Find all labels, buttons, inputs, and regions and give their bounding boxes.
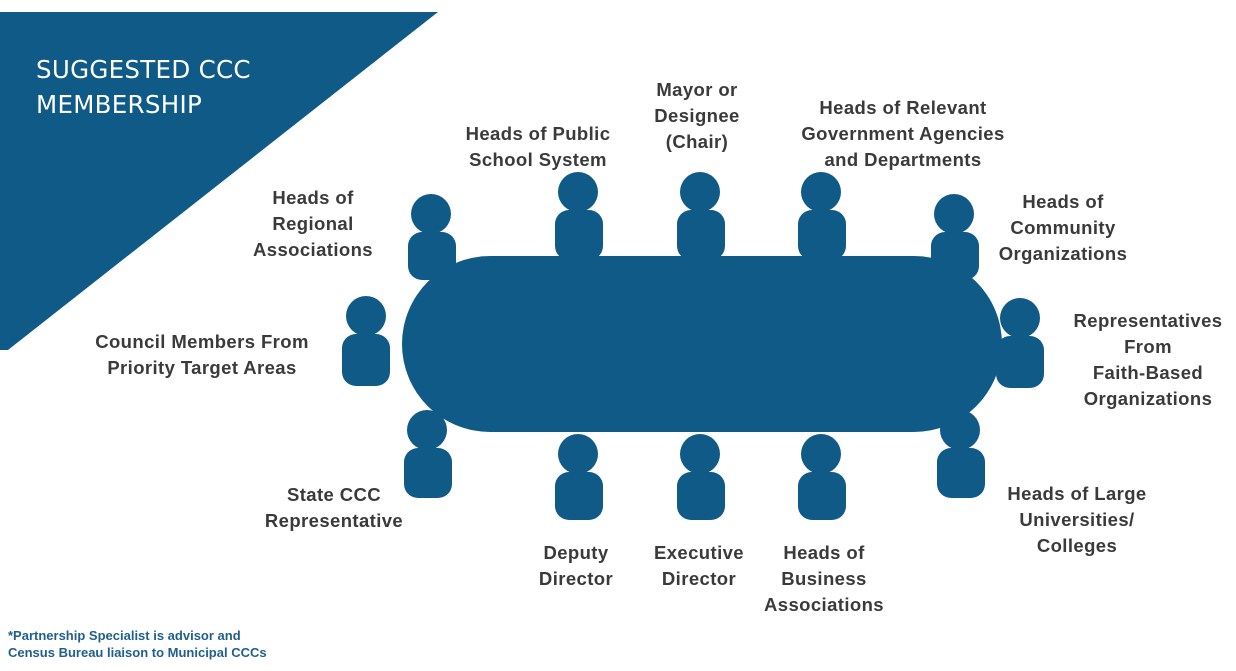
person-regional-icon [408,194,456,280]
label-regional: Heads of Regional Associations [253,187,373,260]
person-mayor-icon [677,172,725,260]
title-line-2: MEMBERSHIP [36,90,203,119]
person-faith-icon [996,298,1044,388]
label-faith: Representatives From Faith-Based Organiz… [1073,310,1223,409]
conference-table [402,256,1002,432]
footnote: *Partnership Specialist is advisor and C… [8,627,267,661]
label-state-ccc: State CCC Representative [264,484,404,531]
label-council: Council Members From Priority Target Are… [95,331,309,378]
person-public-school-icon [555,172,603,260]
person-universities-icon [937,410,985,498]
label-deputy: Deputy Director [538,542,614,589]
title-banner-triangle [0,12,438,350]
label-mayor: Mayor or Designee (Chair) [654,79,740,152]
label-executive: Executive Director [654,542,744,589]
label-business: Heads of Business Associations [764,542,884,615]
footnote-line-1: *Partnership Specialist is advisor and [8,628,241,643]
person-business-icon [798,434,846,520]
person-executive-icon [677,434,725,520]
person-community-icon [931,194,979,280]
footnote-line-2: Census Bureau liaison to Municipal CCCs [8,645,267,660]
person-deputy-icon [555,434,603,520]
person-gov-agencies-icon [798,172,846,260]
label-gov-agencies: Heads of Relevant Government Agencies an… [801,97,1005,170]
person-council-icon [342,296,390,386]
label-public-school: Heads of Public School System [465,123,611,170]
label-universities: Heads of Large Universities/ Colleges [1007,483,1147,556]
label-community: Heads of Community Organizations [998,191,1128,264]
title-line-1: SUGGESTED CCC [36,55,251,84]
diagram-title: SUGGESTED CCC MEMBERSHIP [36,52,251,122]
person-state-ccc-icon [404,410,452,498]
